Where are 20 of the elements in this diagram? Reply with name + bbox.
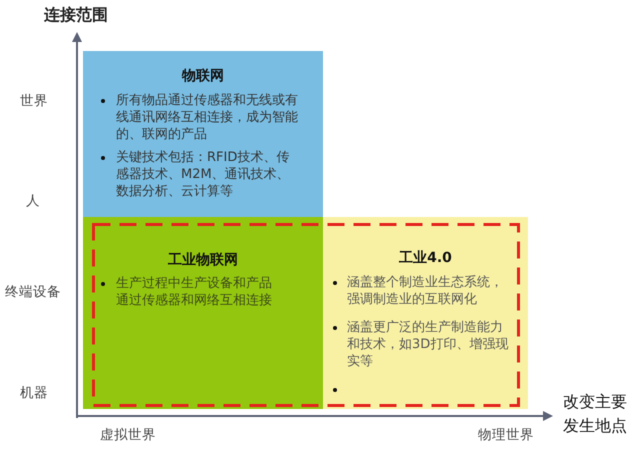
bullet-text: 生产过程中生产设备和产品通过传感器和网络互相连接 xyxy=(116,275,273,309)
box-title: 工业物联网 xyxy=(168,251,238,269)
box-title: 物联网 xyxy=(182,67,224,85)
axis-label: 物理世界 xyxy=(478,426,534,444)
axis-label: 虚拟世界 xyxy=(100,426,156,444)
axis-title: 改变主要发生地点 xyxy=(563,391,628,437)
axis-label: 人 xyxy=(26,192,40,210)
category-box xyxy=(323,217,528,409)
bullet-text: 所有物品通过传感器和无线或有线通讯网络互相连接，成为智能的、联网的产品 xyxy=(116,92,299,143)
dashed-frame xyxy=(92,223,520,407)
axis-title: 连接范围 xyxy=(44,4,108,26)
bullet-text: 涵盖整个制造业生态系统，强调制造业的互联网化 xyxy=(347,274,504,308)
bullet-text: 涵盖更广泛的生产制造能力和技术，如3D打印、增强现实等 xyxy=(347,319,509,370)
axis-label: 机器 xyxy=(20,384,48,402)
category-box xyxy=(83,217,323,409)
axis-label: 终端设备 xyxy=(5,283,61,301)
axis-label: 世界 xyxy=(20,92,48,110)
bullet-text: 关键技术包括：RFID技术、传感器技术、M2M、通讯技术、数据分析、云计算等 xyxy=(116,149,291,200)
category-box xyxy=(83,51,323,217)
box-title: 工业4.0 xyxy=(399,249,452,267)
